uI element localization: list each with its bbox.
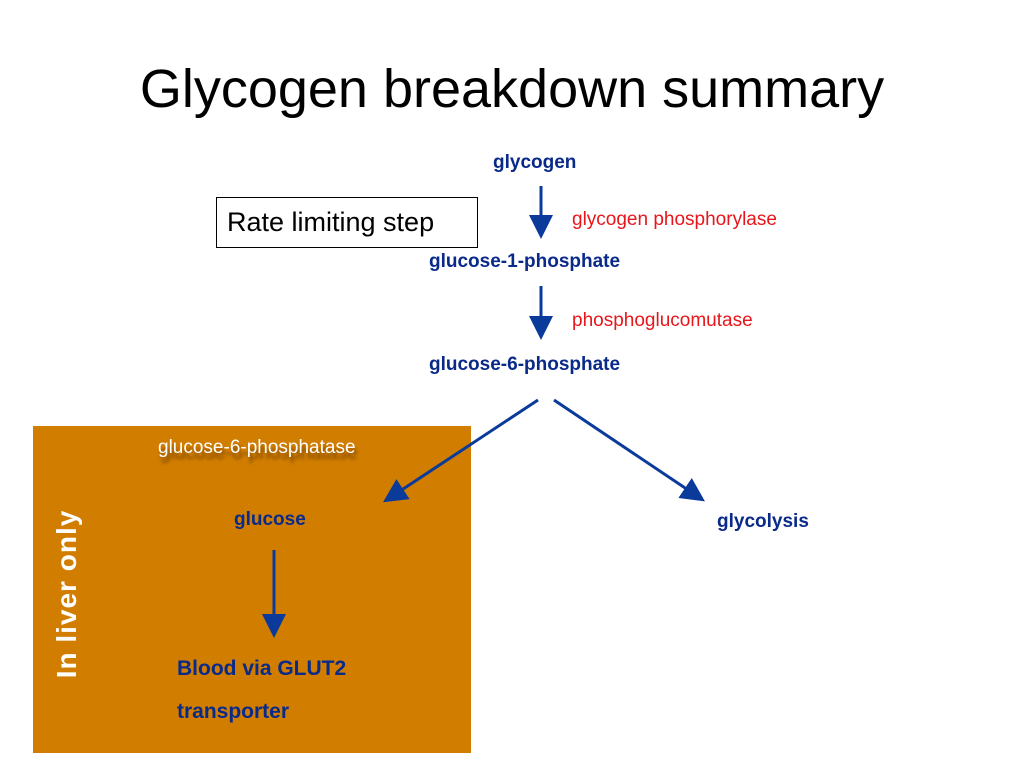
arrow-g6p-to-glycolysis (553, 398, 705, 502)
node-glucose-1-phosphate: glucose-1-phosphate (429, 251, 621, 272)
node-glycogen: glycogen (493, 152, 577, 173)
enzyme-glycogen-phosphorylase: glycogen phosphorylase (572, 209, 777, 230)
node-blood-line-2: transporter (177, 700, 290, 723)
arrow-g6p-to-glucose (382, 398, 539, 503)
node-glucose-6-phosphate: glucose-6-phosphate (429, 354, 621, 375)
node-glycolysis: glycolysis (717, 511, 809, 532)
node-blood-line-1: Blood via GLUT2 (177, 657, 347, 680)
rate-limiting-step-box: Rate limiting step (216, 197, 478, 248)
node-glucose: glucose (234, 509, 306, 530)
enzyme-glucose-6-phosphatase: glucose-6-phosphatase (158, 437, 356, 458)
enzyme-phosphoglucomutase: phosphoglucomutase (572, 310, 753, 331)
page-title: Glycogen breakdown summary (139, 59, 885, 119)
